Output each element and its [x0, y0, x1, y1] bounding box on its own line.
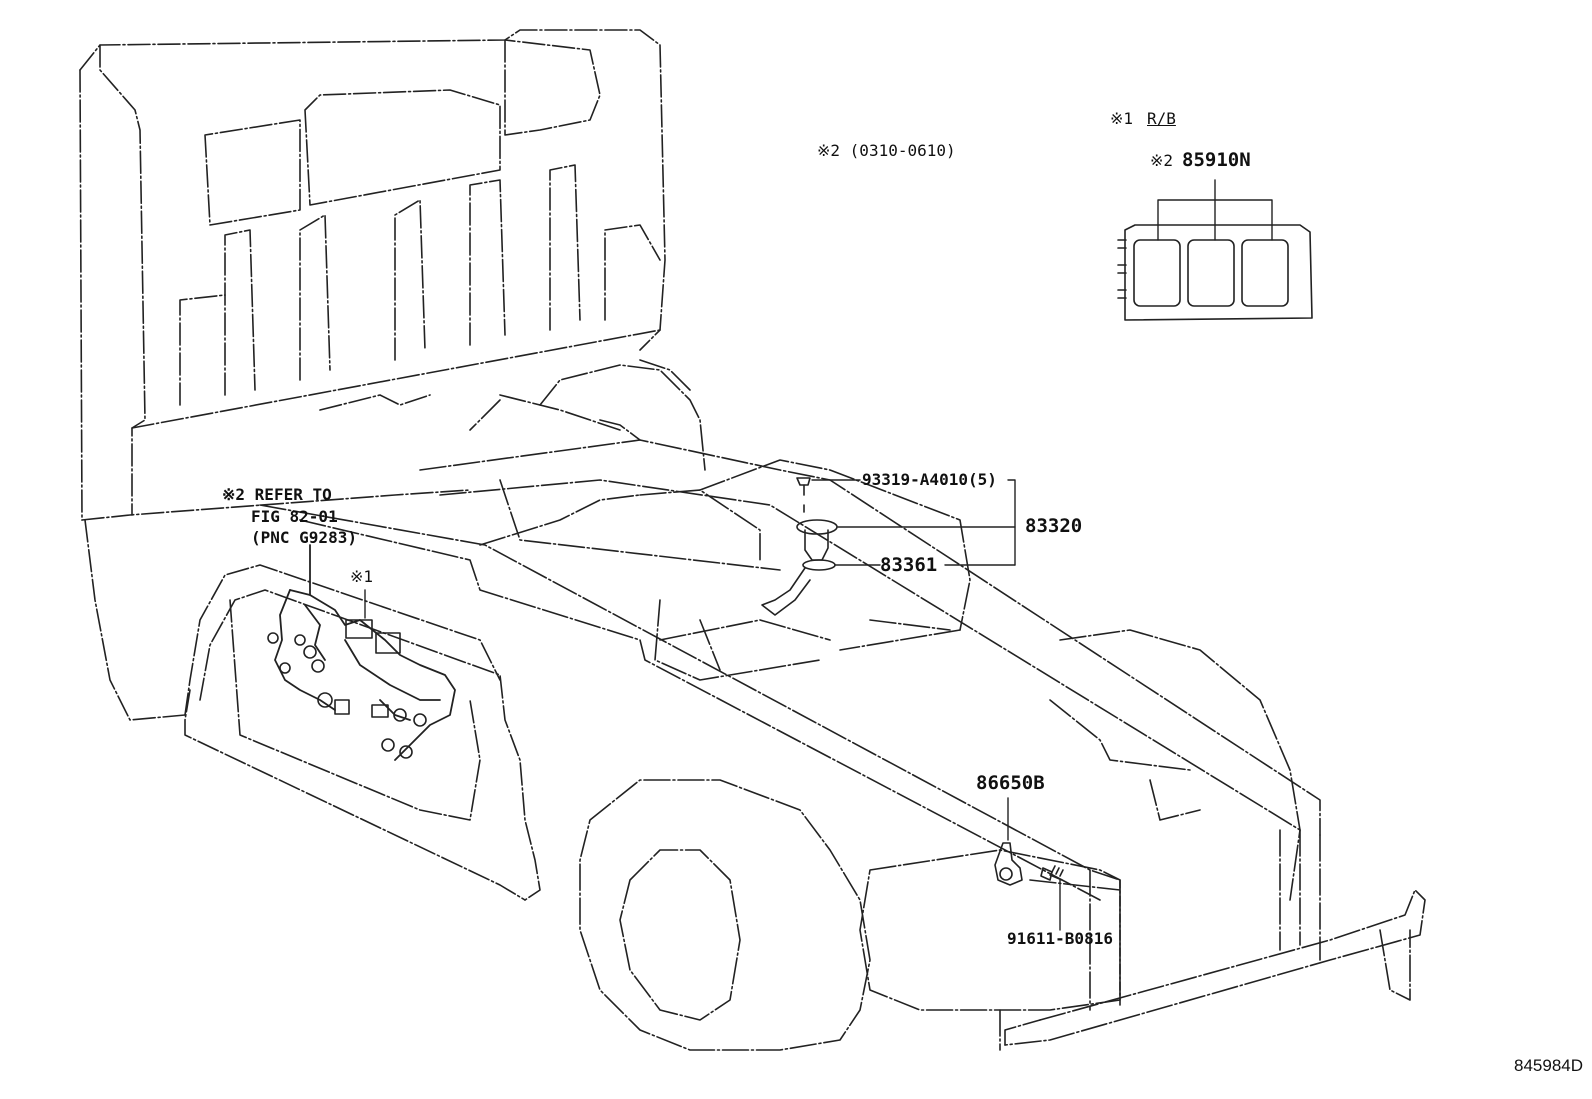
chassis-frame	[259, 359, 1321, 901]
leader-lines	[364, 479, 1061, 931]
part-number-91611[interactable]: 91611-B0816	[1007, 929, 1113, 948]
part-number-86650B[interactable]: 86650B	[976, 772, 1045, 794]
sensor-drawing	[994, 842, 1064, 886]
figure-code: 845984D	[1514, 1056, 1584, 1075]
rear-bumper-outline	[1004, 829, 1426, 1046]
note-1-relay-block: R/B	[1147, 109, 1176, 128]
refer-note-line-1: ※2 REFER TO	[222, 485, 332, 504]
marker-1-label: ※1	[350, 567, 374, 586]
refer-note-line-2: FIG 82-01	[251, 507, 338, 526]
part-number-93319[interactable]: 93319-A4010(5)	[862, 470, 997, 489]
fuel-sender-drawing	[761, 477, 838, 616]
relay-box-leader-lines	[1157, 179, 1273, 241]
part-number-83320[interactable]: 83320	[1025, 515, 1083, 537]
note-1-prefix: ※1	[1110, 109, 1134, 128]
cab-outline	[79, 29, 666, 521]
relay-box-prefix: ※2	[1150, 151, 1174, 170]
relay-box-drawing	[1117, 224, 1313, 321]
part-number-83361[interactable]: 83361	[880, 554, 938, 576]
refer-note-line-3[interactable]: (PNC G9283)	[251, 528, 357, 547]
front-fender-outline	[84, 519, 541, 901]
harness-connectors	[267, 619, 427, 759]
part-number-85910N[interactable]: 85910N	[1182, 149, 1251, 171]
note-2-date-range: ※2 (0310-0610)	[817, 141, 956, 160]
rear-wheel-outline	[579, 629, 1301, 1051]
